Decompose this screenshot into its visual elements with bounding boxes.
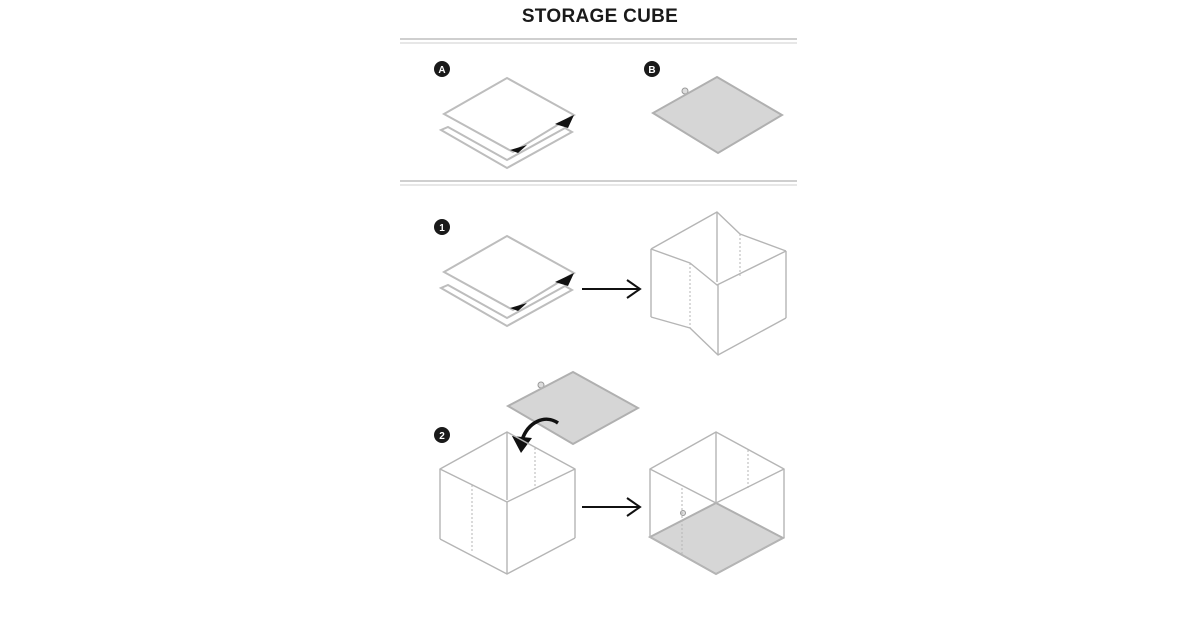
- svg-text:A: A: [438, 65, 445, 76]
- svg-text:B: B: [648, 65, 655, 76]
- step-2-assembled-cube: [647, 431, 786, 576]
- step-1-folded-sheets: [438, 234, 576, 328]
- page-title: STORAGE CUBE: [521, 6, 679, 27]
- step-1-unfolded-box: [650, 211, 787, 356]
- badge-step-2: 2: [434, 427, 450, 443]
- step-2-bottom-panel: [505, 370, 641, 446]
- svg-text:1: 1: [439, 223, 445, 234]
- step-2-open-box: [439, 431, 576, 575]
- badge-b: B: [644, 61, 660, 77]
- separator-top: [400, 38, 797, 44]
- part-a-folded-sheets: [438, 76, 576, 170]
- svg-text:2: 2: [439, 431, 445, 442]
- badge-step-1: 1: [434, 219, 450, 235]
- part-b-bottom-panel: [651, 75, 784, 155]
- curved-arrow-icon: [512, 417, 559, 453]
- badge-a: A: [434, 61, 450, 77]
- separator-middle: [400, 180, 797, 186]
- arrow-right-icon: [582, 279, 642, 299]
- arrow-right-icon: [582, 497, 642, 517]
